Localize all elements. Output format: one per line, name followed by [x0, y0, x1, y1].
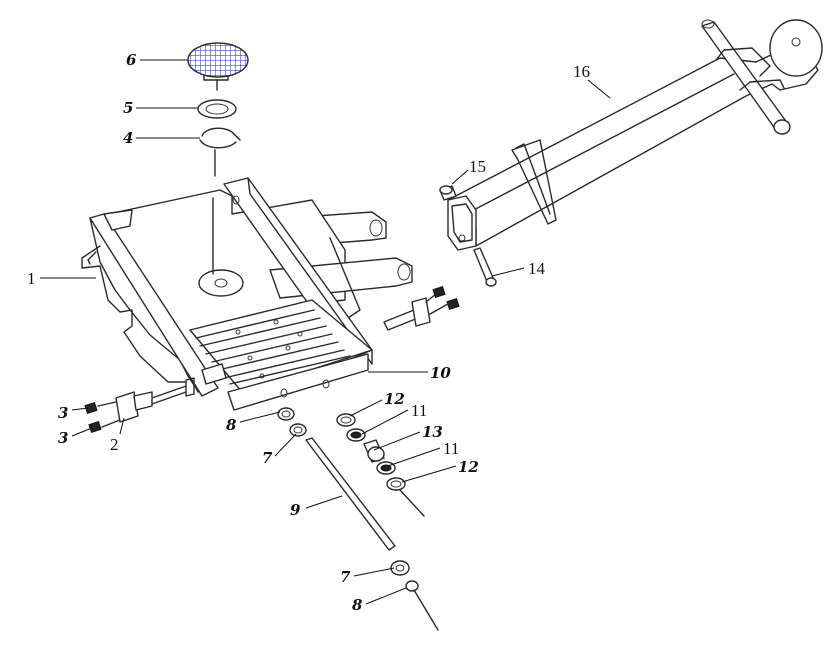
- callout-16: 16: [573, 62, 590, 81]
- callout-15: 15: [469, 157, 486, 176]
- pad-part: [187, 42, 249, 81]
- base-frame-part: [81, 177, 413, 411]
- callout-3-upper: 3: [58, 404, 68, 422]
- callout-labels: 6 5 4 1 3 3 2 8 7 9 7 8 10 12 11 13 11 1…: [27, 51, 590, 614]
- leader-lines: [40, 59, 611, 605]
- arm-part-16: [439, 19, 823, 287]
- callout-2: 2: [110, 435, 119, 454]
- callout-7-upper: 7: [262, 449, 273, 467]
- pin-assembly-right: [383, 286, 460, 331]
- callout-14: 14: [528, 259, 546, 278]
- washer-part-5: [197, 99, 237, 119]
- callout-7-lower: 7: [340, 568, 351, 586]
- callout-5: 5: [123, 99, 133, 117]
- callout-13: 13: [422, 423, 443, 441]
- callout-1: 1: [27, 269, 36, 288]
- callout-9: 9: [290, 501, 301, 519]
- shaft-stack: [277, 407, 439, 631]
- callout-12-lower: 12: [458, 458, 479, 476]
- callout-10: 10: [430, 364, 451, 382]
- callout-11-lower: 11: [443, 439, 459, 458]
- pin-assembly-left: [84, 377, 195, 433]
- callout-8-lower: 8: [352, 596, 363, 614]
- callout-8-upper: 8: [226, 416, 237, 434]
- snap-ring-part-4: [199, 127, 241, 149]
- callout-6: 6: [126, 51, 137, 69]
- callout-12-upper: 12: [384, 390, 405, 408]
- callout-3-lower: 3: [58, 429, 68, 447]
- callout-4: 4: [123, 129, 133, 147]
- callout-11-upper: 11: [411, 401, 427, 420]
